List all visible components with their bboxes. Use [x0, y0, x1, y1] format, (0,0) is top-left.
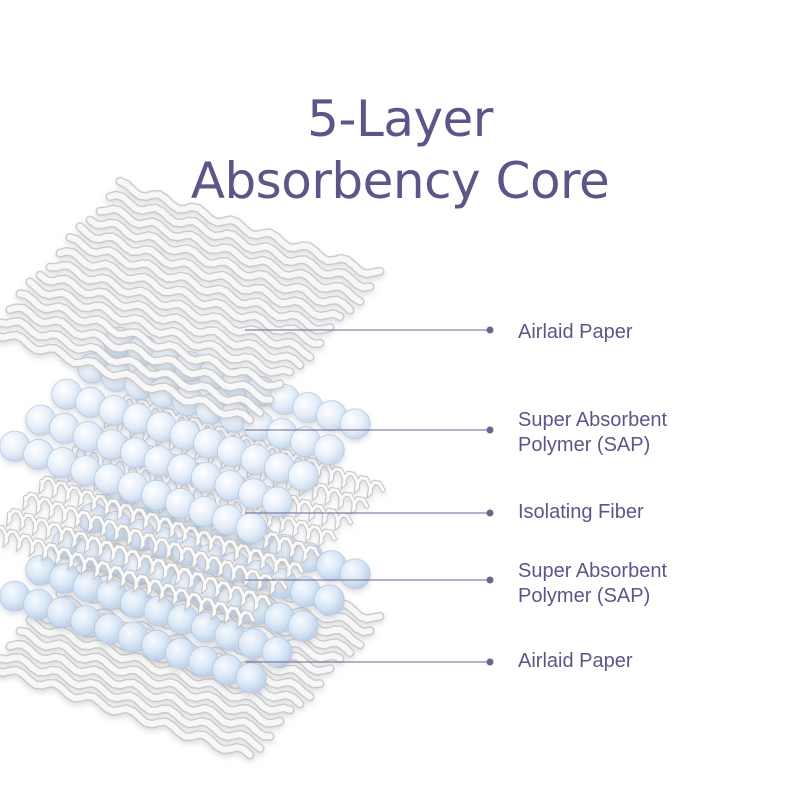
- leader-dot-4: [486, 576, 494, 584]
- layer-label-2-line-1: Super Absorbent: [518, 409, 667, 431]
- page-title: 5-Layer Absorbency Core: [0, 88, 800, 212]
- layer-airlaid-paper-1: [0, 176, 385, 425]
- title-line-2: Absorbency Core: [190, 152, 610, 210]
- layer-label-4-line-2: Polymer (SAP): [518, 585, 651, 607]
- layer-label-3-line-1: Isolating Fiber: [518, 501, 644, 523]
- leader-dot-1: [486, 326, 494, 334]
- leader-dot-5: [486, 658, 494, 666]
- layer-label-1-line-1: Airlaid Paper: [518, 321, 633, 343]
- layer-label-1: Airlaid Paper: [518, 320, 633, 345]
- layer-label-3: Isolating Fiber: [518, 500, 644, 525]
- layer-label-2-line-2: Polymer (SAP): [518, 434, 651, 456]
- leader-dot-3: [486, 509, 494, 517]
- layer-label-4-line-1: Super Absorbent: [518, 560, 667, 582]
- layer-label-5: Airlaid Paper: [518, 649, 633, 674]
- title-line-1: 5-Layer: [307, 90, 493, 148]
- layer-label-5-line-1: Airlaid Paper: [518, 650, 633, 672]
- leader-dot-2: [486, 426, 494, 434]
